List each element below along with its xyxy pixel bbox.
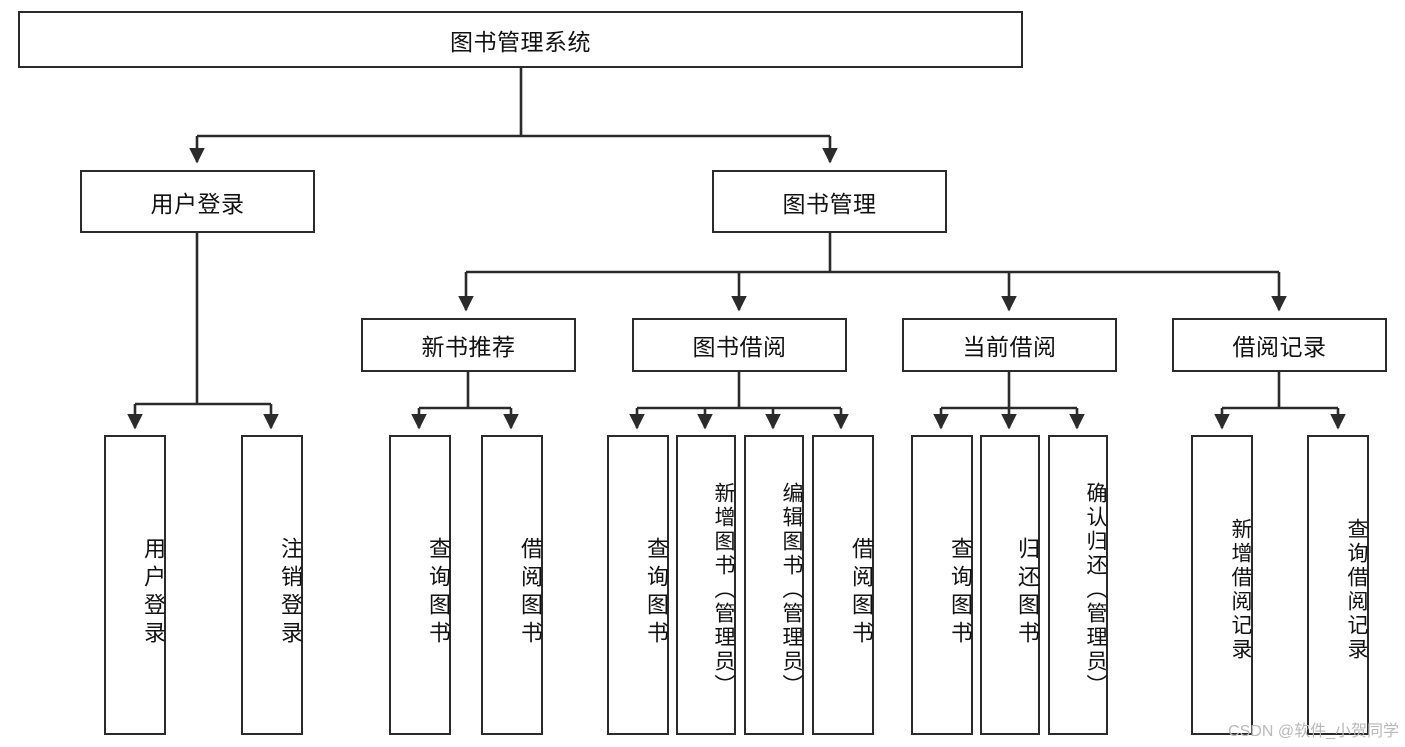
node-label: 新书推荐: [421, 334, 516, 360]
leaf-return-book[interactable]: 归还图书: [980, 435, 1040, 735]
leaf-query-book-borrow[interactable]: 查询图书: [607, 435, 669, 735]
node-new-book-recommend[interactable]: 新书推荐: [361, 318, 576, 372]
node-label: 借阅图书: [849, 537, 874, 649]
node-root-book-management-system[interactable]: 图书管理系统: [18, 11, 1023, 68]
node-user-login[interactable]: 用户登录: [80, 170, 315, 233]
node-label: 查询借阅记录: [1345, 518, 1368, 662]
node-label: 新增借阅记录: [1229, 518, 1252, 662]
node-label: 图书管理系统: [450, 28, 591, 55]
leaf-edit-book-admin[interactable]: 编辑图书（管理员）: [744, 435, 804, 735]
leaf-user-login[interactable]: 用户登录: [104, 435, 166, 735]
node-label: 编辑图书（管理员）: [780, 482, 803, 698]
node-label: 注销登录: [278, 537, 303, 649]
node-label: 查询图书: [426, 537, 451, 649]
node-label: 图书管理: [782, 190, 877, 217]
node-borrow-record[interactable]: 借阅记录: [1172, 318, 1387, 372]
leaf-query-borrow-record[interactable]: 查询借阅记录: [1307, 435, 1369, 735]
node-label: 查询图书: [948, 537, 973, 649]
node-label: 当前借阅: [962, 334, 1057, 360]
leaf-query-book-recommend[interactable]: 查询图书: [389, 435, 451, 735]
node-label: 用户登录: [150, 190, 245, 217]
leaf-query-book-current[interactable]: 查询图书: [911, 435, 973, 735]
csdn-watermark: CSDN @软件_小贺同学: [1228, 723, 1399, 740]
node-current-borrow[interactable]: 当前借阅: [902, 318, 1117, 372]
node-label: 新增图书（管理员）: [712, 482, 735, 698]
leaf-borrow-book-recommend[interactable]: 借阅图书: [481, 435, 543, 735]
leaf-add-borrow-record[interactable]: 新增借阅记录: [1191, 435, 1253, 735]
node-book-borrow[interactable]: 图书借阅: [632, 318, 847, 372]
node-label: 图书借阅: [692, 334, 787, 360]
leaf-borrow-book[interactable]: 借阅图书: [812, 435, 874, 735]
leaf-add-book-admin[interactable]: 新增图书（管理员）: [676, 435, 736, 735]
leaf-confirm-return-admin[interactable]: 确认归还（管理员）: [1048, 435, 1108, 735]
node-label: 确认归还（管理员）: [1084, 482, 1107, 698]
node-label: 归还图书: [1015, 537, 1040, 649]
node-label: 借阅图书: [518, 537, 543, 649]
node-label: 用户登录: [141, 537, 166, 649]
node-label: 查询图书: [644, 537, 669, 649]
node-book-management[interactable]: 图书管理: [712, 170, 947, 233]
node-label: 借阅记录: [1232, 334, 1327, 360]
leaf-logout[interactable]: 注销登录: [241, 435, 303, 735]
